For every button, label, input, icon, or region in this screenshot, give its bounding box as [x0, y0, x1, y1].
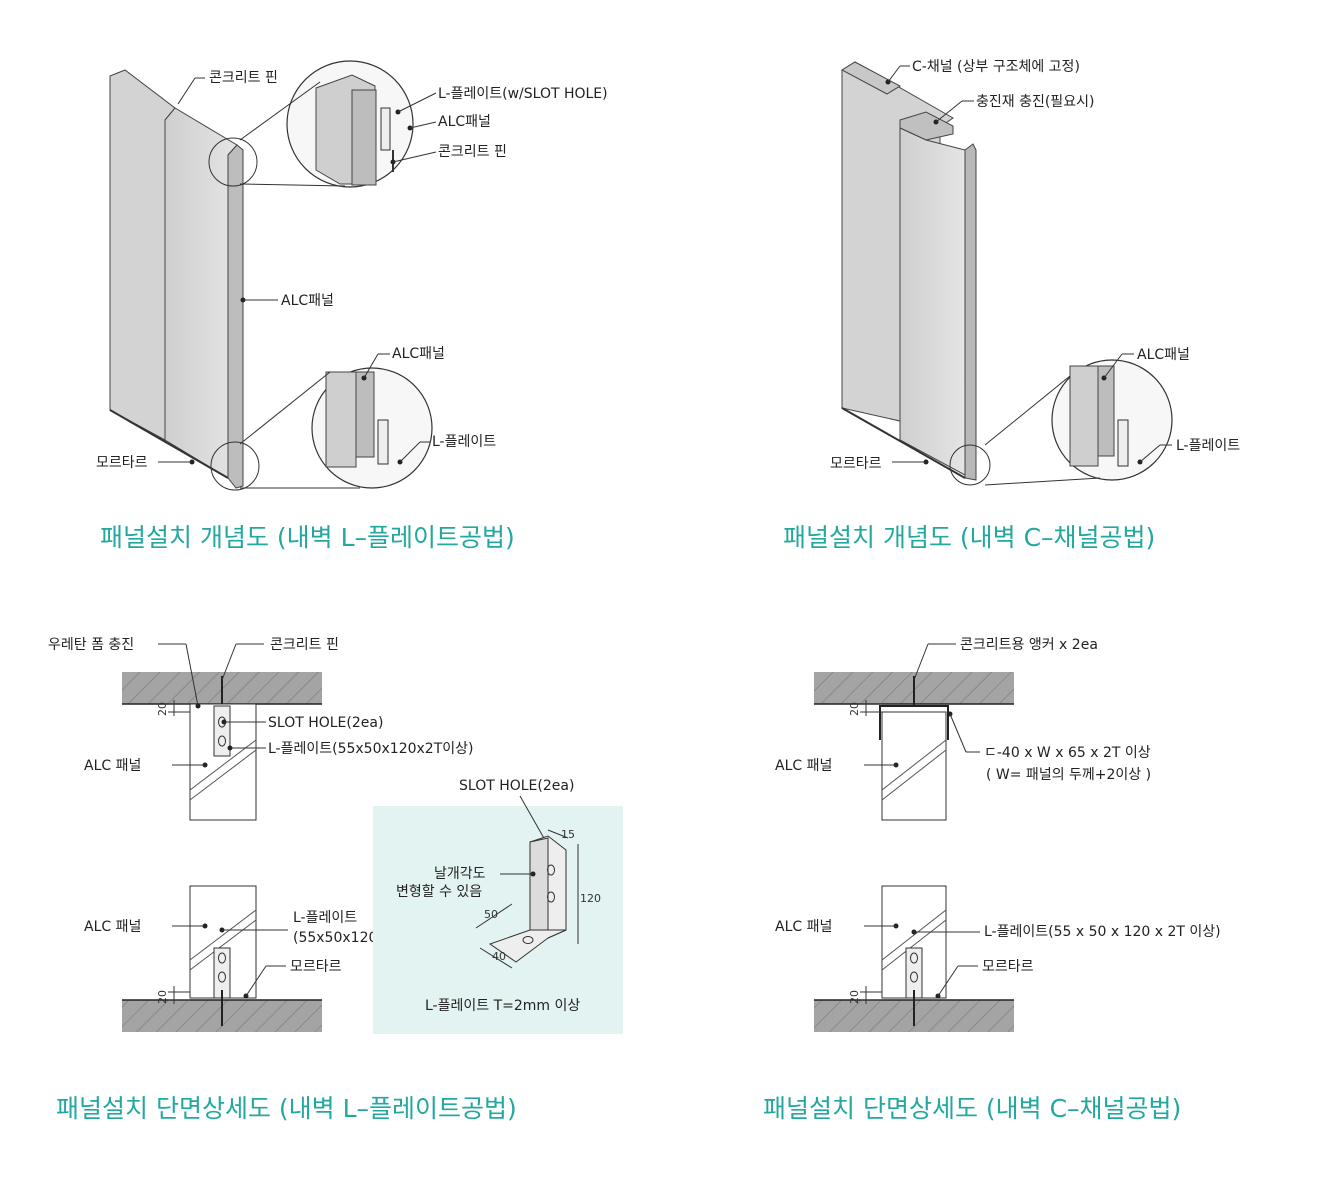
- label-alc-panel-zoom: ALC패널: [438, 114, 491, 130]
- label-mortar: 모르타르: [290, 959, 342, 975]
- dim-bottom: 20: [848, 990, 861, 1004]
- alc-panel-right: [899, 127, 966, 476]
- label-l-plate-bottom-1: L-플레이트: [293, 910, 357, 926]
- dim-top: 20: [848, 702, 861, 716]
- q1-title: 패널설치 개념도 (내벽 L–플레이트공법): [100, 523, 515, 552]
- panel-edge: [227, 144, 244, 489]
- q4-title: 패널설치 단면상세도 (내벽 C–채널공법): [763, 1094, 1181, 1123]
- dim-top: 20: [156, 702, 169, 716]
- label-urethane: 우레탄 폼 충진: [48, 637, 134, 653]
- detail-caption: L-플레이트 T=2mm 이상: [425, 998, 580, 1014]
- detail-dim-120: 120: [580, 892, 601, 905]
- l-plate-zoom-bottom: [377, 419, 389, 465]
- label-l-plate-slot: L-플레이트(w/SLOT HOLE): [438, 86, 608, 102]
- label-alc-bottom: ALC 패널: [775, 919, 832, 935]
- label-anchor: 콘크리트용 앵커 x 2ea: [960, 637, 1098, 653]
- label-mortar: 모르타르: [982, 959, 1034, 975]
- label-mortar: 모르타르: [96, 455, 148, 471]
- label-slot-hole: SLOT HOLE(2ea): [268, 715, 383, 731]
- label-c-spec-2: ( W= 패널의 두께+2이상 ): [986, 767, 1151, 783]
- alc-panel-top: [881, 711, 947, 821]
- label-c-channel: C-채널 (상부 구조체에 고정): [912, 59, 1080, 75]
- label-alc-panel: ALC패널: [1137, 347, 1190, 363]
- q1-concept-diagram: 콘크리트 핀 L-플레이트(w/SLOT HOLE) ALC패널 콘크리트 핀 …: [96, 60, 608, 552]
- label-alc-bottom: ALC 패널: [84, 919, 141, 935]
- zoom-ring-top: [208, 137, 258, 187]
- label-alc-top: ALC 패널: [84, 758, 141, 774]
- label-filler: 충진재 충진(필요시): [976, 94, 1094, 110]
- alc-panel-right: [164, 107, 238, 479]
- label-l-plate: L-플레이트: [1176, 438, 1240, 454]
- label-l-plate: L-플레이트(55 x 50 x 120 x 2T 이상): [984, 924, 1221, 940]
- label-concrete-pin-top: 콘크리트 핀: [209, 70, 278, 86]
- q3-title: 패널설치 단면상세도 (내벽 L–플레이트공법): [56, 1094, 517, 1123]
- label-alc-panel-side: ALC패널: [281, 293, 334, 309]
- label-mortar: 모르타르: [830, 456, 882, 472]
- detail-dim-50: 50: [484, 908, 498, 921]
- label-concrete-pin-zoom: 콘크리트 핀: [438, 144, 507, 160]
- detail-dim-40: 40: [492, 950, 506, 963]
- q3-section-diagram: 20 20 우레탄 폼 충진 콘크리트 핀 SLOT HOLE(2ea) L-플…: [48, 637, 623, 1123]
- l-plate-flange: [488, 929, 567, 963]
- label-l-plate-top: L-플레이트(55x50x120x2T이상): [268, 741, 473, 757]
- label-c-spec-1: ㄷ-40 x W x 65 x 2T 이상: [984, 745, 1151, 761]
- q2-title: 패널설치 개념도 (내벽 C–채널공법): [783, 523, 1155, 552]
- label-alc-top: ALC 패널: [775, 758, 832, 774]
- l-plate-detail-box: [373, 806, 623, 1034]
- detail-wing-2: 변형할 수 있음: [396, 884, 482, 900]
- q2-concept-diagram: C-채널 (상부 구조체에 고정) 충진재 충진(필요시) ALC패널 L-플레…: [783, 59, 1240, 552]
- q4-section-diagram: 20 20 콘크리트용 앵커 x 2ea ㄷ-40 x W x 65 x 2T …: [763, 637, 1221, 1123]
- label-concrete-pin: 콘크리트 핀: [270, 637, 339, 653]
- dim-bottom: 20: [156, 990, 169, 1004]
- l-plate-top: [213, 705, 231, 757]
- zoom-ring-bottom: [210, 441, 260, 491]
- c-channel: [840, 61, 902, 95]
- detail-slot-hole: SLOT HOLE(2ea): [459, 778, 574, 794]
- zoom-ring: [949, 444, 991, 486]
- label-l-plate-bottom: L-플레이트: [432, 434, 496, 450]
- l-plate-zoom: [380, 107, 391, 151]
- label-alc-panel-bottom: ALC패널: [392, 346, 445, 362]
- detail-dim-15: 15: [561, 828, 575, 841]
- detail-wing-1: 날개각도: [434, 866, 486, 882]
